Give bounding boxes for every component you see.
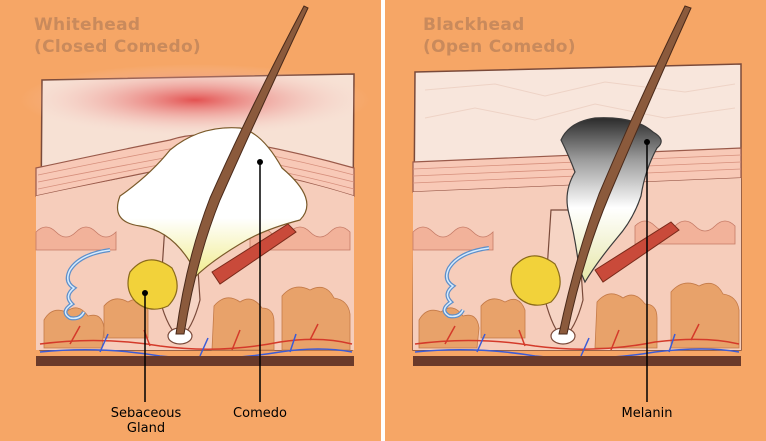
skin-bottom-edge	[413, 356, 741, 366]
sebaceous-gland	[511, 256, 560, 305]
skin-bottom-edge	[36, 356, 354, 366]
sebaceous-gland	[128, 260, 177, 309]
blackhead-panel: Blackhead (Open Comedo)	[385, 0, 766, 441]
sebaceous-gland-label: Sebaceous Gland	[88, 406, 204, 436]
whitehead-panel: Whitehead (Closed Comedo)	[0, 0, 381, 441]
sebaceous-label-line1: Sebaceous	[88, 406, 204, 421]
sebaceous-label-line2: Gland	[88, 421, 204, 436]
whitehead-illustration	[0, 0, 381, 441]
melanin-label: Melanin	[599, 406, 695, 421]
comedo-label: Comedo	[218, 406, 302, 421]
inflammation-area	[20, 64, 370, 136]
blackhead-illustration	[385, 0, 766, 441]
